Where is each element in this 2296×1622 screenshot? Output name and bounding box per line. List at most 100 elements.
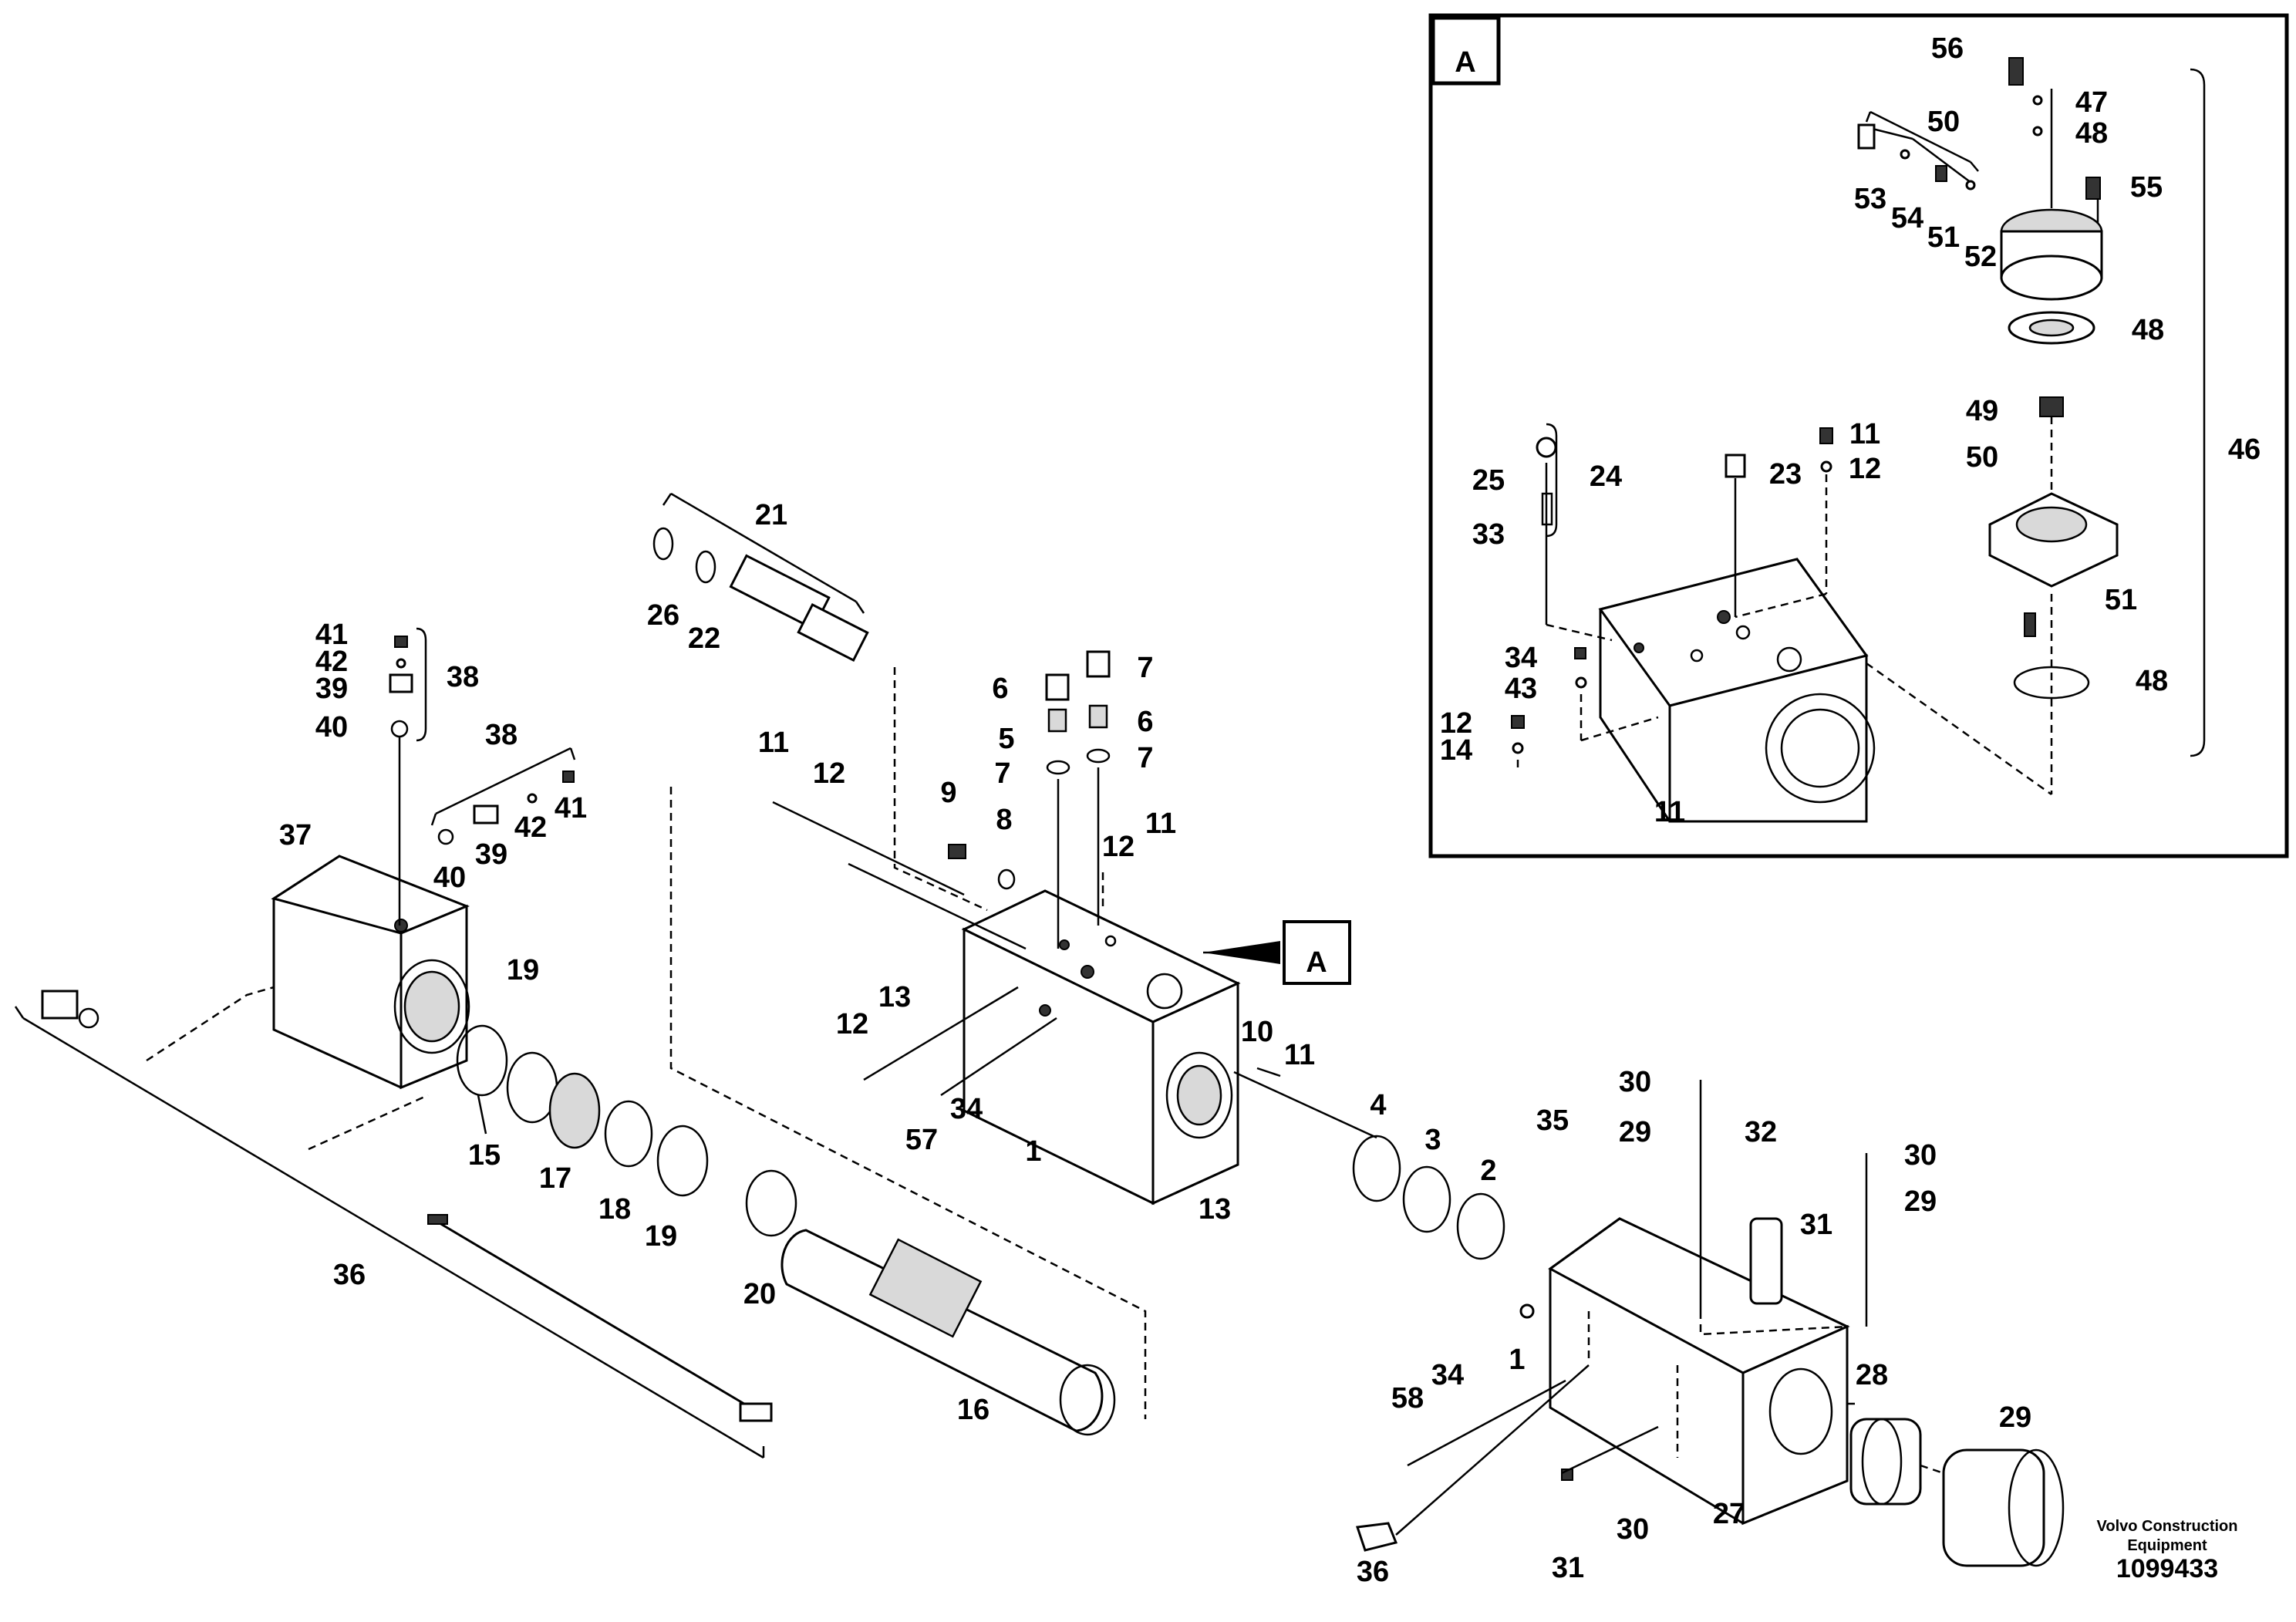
label-2: 2 — [1480, 1155, 1496, 1187]
label-6-b: 7 — [1137, 652, 1153, 684]
inset-label-48-a: 49 — [1966, 395, 1998, 427]
label-32: 32 — [1745, 1116, 1777, 1148]
label-22: 26 — [647, 599, 679, 632]
label-1: 1 — [1025, 1135, 1041, 1168]
company-line-2: Equipment — [2127, 1537, 2207, 1554]
inset-label-12-a: 12 — [1849, 453, 1881, 485]
inset-label-54: 55 — [2130, 171, 2163, 204]
label-34-a: 34 — [950, 1093, 983, 1125]
inset-label-46: 48 — [2136, 665, 2168, 697]
inset-label-48-c: 51 — [2105, 584, 2137, 616]
label-28: 29 — [1999, 1401, 2031, 1434]
label-42-b: 42 — [514, 811, 547, 844]
label-12-a: 12 — [813, 757, 845, 790]
inset-cover-assembly — [1988, 89, 2119, 794]
label-41-a: 41 — [315, 619, 348, 651]
label-30-a: 30 — [1619, 1066, 1651, 1098]
label-12-b: 12 — [1102, 831, 1135, 863]
inset-label-33: 34 — [1505, 642, 1537, 674]
label-11-a: 11 — [758, 727, 789, 759]
label-39-b: 39 — [475, 838, 507, 871]
tie-rod — [14, 990, 773, 1459]
label-6-a: 6 — [992, 673, 1008, 705]
label-42-a: 42 — [315, 646, 348, 678]
inset-label-51: 52 — [1964, 241, 1997, 273]
label-13-a: 13 — [1199, 1193, 1231, 1226]
company-line-1: Volvo Construction — [2097, 1518, 2238, 1535]
inset-detail-a: A — [1428, 13, 2289, 858]
label-31: 31 — [1800, 1209, 1832, 1241]
inset-small-parts — [1511, 57, 2206, 796]
label-36-b: 36 — [1357, 1556, 1389, 1588]
label-57-a: 57 — [905, 1124, 938, 1156]
dashed-leaders — [146, 667, 1944, 1475]
inset-label-45: 48 — [2075, 117, 2108, 150]
label-11-b: 11 — [1145, 808, 1176, 840]
label-30-c: 31 — [1552, 1552, 1584, 1584]
label-7-c: 8 — [996, 804, 1012, 836]
inset-label-12-b: 14 — [1440, 734, 1472, 767]
label-30-b: 30 — [1904, 1139, 1937, 1172]
callout-a: A — [1203, 920, 1351, 985]
label-29-c: 30 — [1617, 1513, 1649, 1546]
label-4: 4 — [1370, 1089, 1386, 1121]
callout-marker: A — [1306, 946, 1327, 979]
label-29-a: 29 — [1619, 1116, 1651, 1148]
inset-label-47: 48 — [2132, 314, 2164, 346]
label-3: 3 — [1424, 1124, 1441, 1156]
label-13-b: 15 — [468, 1139, 501, 1172]
label-11-c: 12 — [836, 1008, 868, 1040]
front-head — [1548, 1217, 1850, 1526]
front-bushings — [1849, 1418, 2065, 1567]
label-17: 18 — [598, 1193, 631, 1226]
inset-label-24: 25 — [1472, 464, 1505, 497]
main-valve-body — [961, 889, 1241, 1206]
label-29-b: 29 — [1904, 1185, 1937, 1218]
label-58: 1 — [1509, 1344, 1525, 1376]
piston — [781, 1229, 1116, 1436]
inset-label-23: 24 — [1590, 460, 1622, 493]
inset-label-25: 33 — [1472, 518, 1505, 551]
footer: Volvo Construction Equipment 1099433 — [2097, 1518, 2238, 1583]
label-8: 9 — [940, 777, 956, 809]
label-12-c: 13 — [878, 981, 911, 1013]
drawing-number: 1099433 — [2116, 1554, 2218, 1583]
inset-label-52: 53 — [1854, 183, 1886, 215]
front-head-fittings — [1355, 1080, 1868, 1552]
label-16: 17 — [539, 1162, 571, 1195]
main-labels: 21 26 22 6 7 5 6 7 7 8 9 11 12 12 11 13 … — [279, 499, 2031, 1588]
inset-label-44: 47 — [2075, 86, 2108, 119]
inset-label-14: 23 — [1769, 458, 1802, 491]
label-57-b: 58 — [1391, 1382, 1424, 1415]
seal-rings — [456, 1024, 1505, 1260]
label-5-b: 6 — [1137, 706, 1153, 738]
label-19-b: 20 — [743, 1278, 776, 1310]
label-18: 19 — [645, 1220, 677, 1253]
label-37: 37 — [279, 819, 312, 851]
inset-label-11-a: 11 — [1849, 418, 1880, 450]
inset-label-50: 51 — [1927, 221, 1960, 254]
label-38-b: 38 — [485, 719, 518, 751]
inset-label-49: 50 — [1927, 106, 1960, 138]
label-34-b: 34 — [1431, 1359, 1464, 1391]
inset-label-34: 43 — [1505, 673, 1537, 705]
body-fittings — [772, 650, 1377, 1139]
inset-label-11-b: 12 — [1440, 707, 1472, 740]
inset-label-1: 11 — [1654, 796, 1685, 828]
label-9: 11 — [1284, 1039, 1315, 1071]
label-20: 21 — [755, 499, 787, 531]
housing-small-parts — [389, 627, 576, 1135]
inset-label-43: 46 — [2228, 433, 2261, 466]
inset-marker: A — [1455, 46, 1475, 79]
label-7-b: 7 — [1137, 742, 1153, 774]
label-15: 16 — [957, 1394, 990, 1426]
label-21: 22 — [688, 622, 720, 655]
label-10: 10 — [1241, 1016, 1273, 1048]
label-39-a: 39 — [315, 673, 348, 705]
label-27: 28 — [1856, 1359, 1888, 1391]
label-40-a: 40 — [315, 711, 348, 744]
label-40-b: 40 — [433, 862, 466, 894]
cylinder-housing — [271, 855, 470, 1090]
valve-insert — [652, 492, 869, 662]
